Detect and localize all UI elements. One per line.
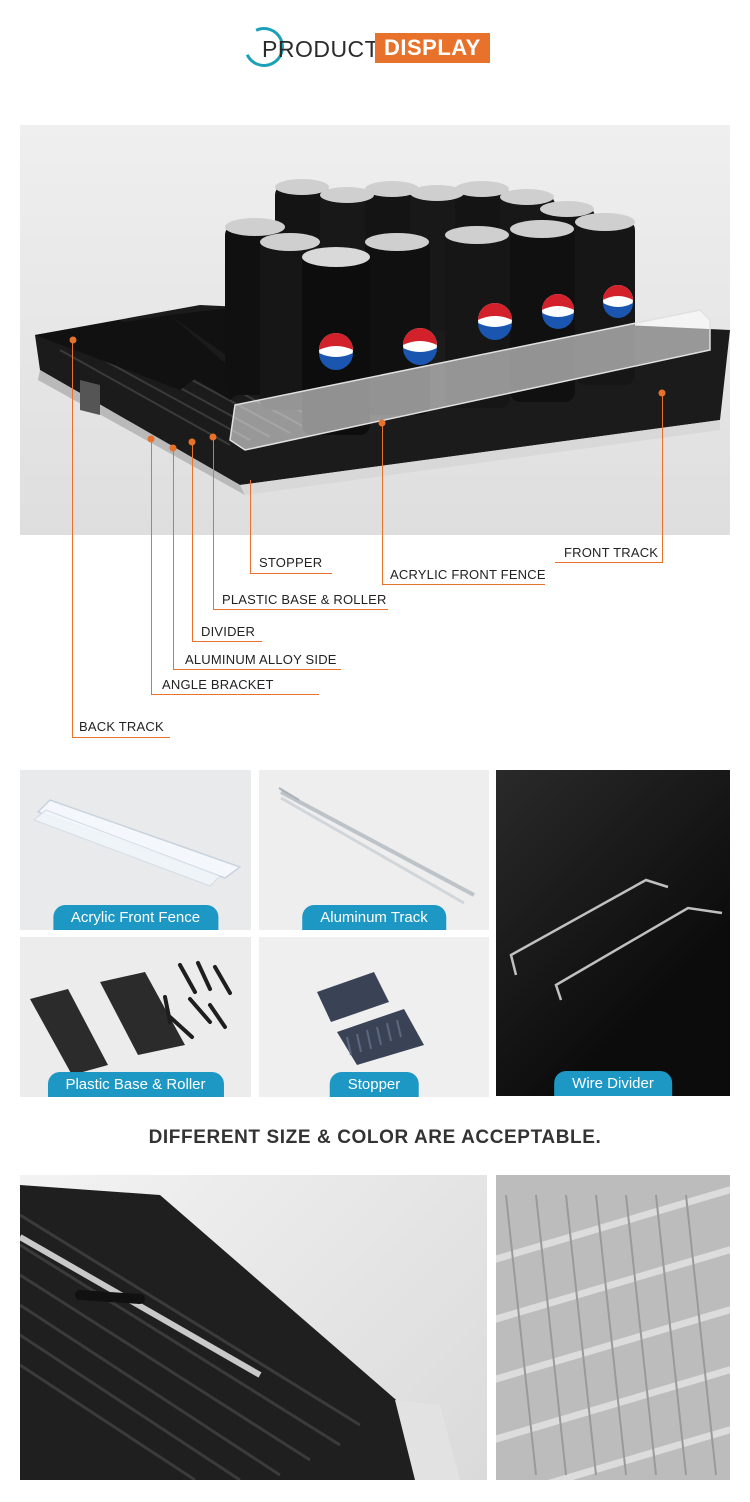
part-tile-plastic-base-roller: Plastic Base & Roller <box>20 937 251 1097</box>
part-tile-stopper: Stopper <box>259 937 489 1097</box>
part-caption: Stopper <box>329 1072 419 1097</box>
underline-acrylic-front-fence <box>382 584 545 585</box>
leader-plastic-base-roller <box>213 437 214 610</box>
product-photo <box>20 125 730 535</box>
underline-plastic-base-roller <box>213 609 388 610</box>
leader-acrylic-front-fence <box>382 423 383 584</box>
label-front-track: FRONT TRACK <box>564 545 659 560</box>
section-header: PRODUCT DISPLAY <box>0 21 750 73</box>
leader-aluminum-alloy-side <box>173 448 174 670</box>
underline-stopper <box>250 573 332 574</box>
aluminum-track-stack-illustration <box>496 1186 730 1480</box>
header-title-product: PRODUCT <box>262 36 380 62</box>
acrylic-fence-illustration <box>33 799 242 887</box>
label-divider: DIVIDER <box>201 624 256 639</box>
aluminum-track-stack-photo <box>496 1175 730 1480</box>
label-aluminum-alloy-side: ALUMINUM ALLOY SIDE <box>185 652 337 667</box>
part-caption: Plastic Base & Roller <box>47 1072 224 1097</box>
leader-stopper <box>250 480 251 574</box>
part-tile-aluminum-track: Aluminum Track <box>259 770 489 930</box>
underline-front-track <box>555 562 663 563</box>
part-caption: Acrylic Front Fence <box>52 905 219 930</box>
leader-angle-bracket <box>151 439 152 695</box>
label-back-track: BACK TRACK <box>79 719 164 734</box>
leader-front-track <box>662 393 663 562</box>
roller-closeup-photo <box>20 1175 487 1480</box>
leader-back-track <box>72 340 73 738</box>
underline-divider <box>192 641 262 642</box>
roller-closeup-illustration <box>20 1185 460 1480</box>
part-caption: Aluminum Track <box>302 905 446 930</box>
label-acrylic-front-fence: ACRYLIC FRONT FENCE <box>390 567 546 582</box>
label-stopper: STOPPER <box>259 555 323 570</box>
soda-shelf-pusher-illustration <box>35 179 730 495</box>
stopper-illustration <box>317 972 424 1065</box>
plastic-base-roller-illustration <box>30 961 232 1075</box>
aluminum-track-illustration <box>278 787 475 905</box>
underline-aluminum-alloy-side <box>173 669 341 670</box>
leader-divider <box>192 442 193 642</box>
part-tile-wire-divider: Wire Divider <box>496 770 730 1096</box>
tagline: DIFFERENT SIZE & COLOR ARE ACCEPTABLE. <box>148 1127 602 1148</box>
header-title-display: DISPLAY <box>375 33 490 63</box>
underline-back-track <box>72 737 170 738</box>
label-angle-bracket: ANGLE BRACKET <box>162 677 274 692</box>
part-tile-acrylic-front-fence: Acrylic Front Fence <box>20 770 251 930</box>
label-plastic-base-roller: PLASTIC BASE & ROLLER <box>222 592 387 607</box>
wire-divider-illustration <box>509 878 723 1001</box>
underline-angle-bracket <box>151 694 319 695</box>
part-caption: Wire Divider <box>554 1071 672 1096</box>
